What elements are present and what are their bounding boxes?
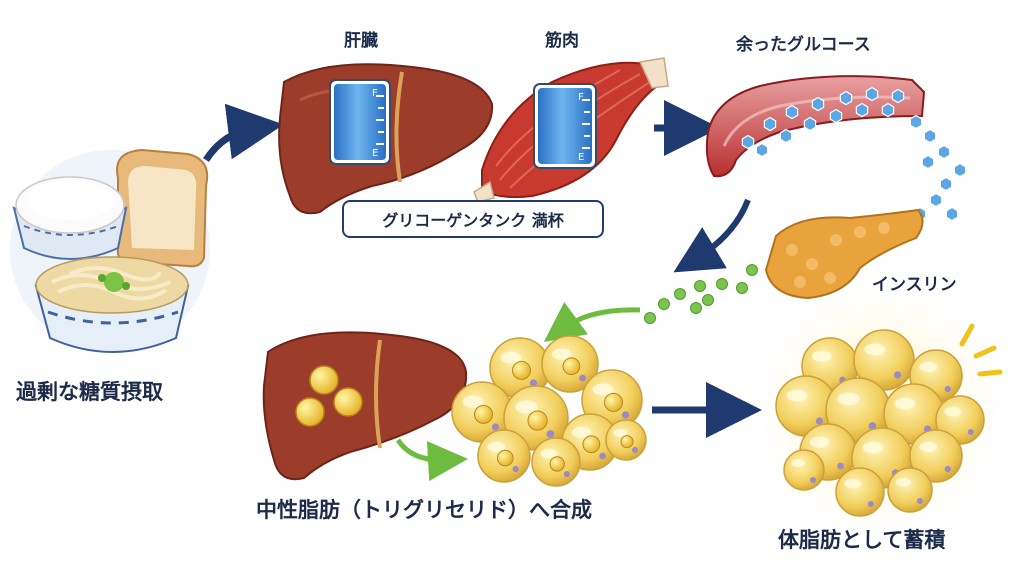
fat-cell xyxy=(605,419,647,461)
fat-cell xyxy=(477,429,531,483)
glucose-molecule-icon xyxy=(829,108,843,124)
arrow-liver-to-fat xyxy=(395,438,468,482)
glucose-molecule-icon xyxy=(923,128,937,144)
glucose-molecule-icon xyxy=(881,102,895,118)
body-fat-label: 体脂肪として蓄積 xyxy=(778,528,946,552)
burst-lines-icon xyxy=(959,323,1003,377)
glucose-molecule-icon xyxy=(741,86,967,222)
fat-cell xyxy=(835,467,885,517)
glucose-molecule-icon xyxy=(803,116,817,132)
muscle-tank-empty-mark: E xyxy=(578,152,584,163)
fat-cells-icon xyxy=(775,329,985,517)
arrow-food-to-liver xyxy=(203,103,284,162)
fat-cell xyxy=(531,437,581,487)
fat-cell xyxy=(935,395,985,445)
glucose-molecule-icon xyxy=(855,102,869,118)
glucose-molecule-icon xyxy=(937,144,951,160)
food-bowls-icon xyxy=(10,148,210,353)
glucose-molecule-icon xyxy=(929,192,943,208)
liver-icon xyxy=(262,331,468,481)
liver-tank-full-mark: F xyxy=(372,88,378,99)
glucose-molecule-icon xyxy=(779,128,793,144)
tank-gauge-icon: F E xyxy=(533,83,597,169)
excess-glucose-label: 余ったグルコース xyxy=(736,35,871,55)
insulin-dot-icon xyxy=(674,288,686,300)
glucose-molecule-icon xyxy=(921,154,935,170)
glycogen-tank-label: グリコーゲンタンク 満杯 xyxy=(342,200,604,238)
glucose-molecule-icon xyxy=(741,134,755,150)
liver-label: 肝臓 xyxy=(344,31,378,51)
liver-tank-empty-mark: E xyxy=(372,148,378,159)
glucose-molecule-icon xyxy=(945,206,959,222)
fat-cells-icon xyxy=(451,335,647,487)
muscle-tank-full-mark: F xyxy=(578,92,584,103)
insulin-dot-icon xyxy=(644,312,656,324)
glucose-molecule-icon xyxy=(755,142,769,158)
fat-cell xyxy=(783,449,825,491)
muscle-label: 筋肉 xyxy=(545,31,579,51)
glucose-molecule-icon xyxy=(785,104,799,120)
glucose-molecule-icon xyxy=(839,90,853,106)
glucose-molecule-icon xyxy=(909,114,923,130)
fat-cell xyxy=(775,375,837,437)
fat-cell xyxy=(451,381,513,443)
pancreas-icon xyxy=(764,208,924,300)
fat-cell xyxy=(853,329,915,391)
glucose-molecule-icon xyxy=(939,176,953,192)
triglyceride-label: 中性脂肪（トリグリセリド）へ合成 xyxy=(256,498,592,522)
insulin-dot-icon xyxy=(694,280,706,292)
insulin-dot-icon xyxy=(746,264,758,276)
tank-gauge-icon: F E xyxy=(329,79,391,165)
insulin-dot-icon xyxy=(736,282,748,294)
excess-carbs-label: 過剰な糖質摂取 xyxy=(16,380,163,404)
insulin-dot-icon xyxy=(644,264,758,324)
glucose-molecule-icon xyxy=(865,86,879,102)
arrow-insulin-to-fat xyxy=(543,302,641,342)
fat-cell xyxy=(909,429,963,483)
glucose-molecule-icon xyxy=(811,96,825,112)
insulin-dot-icon xyxy=(716,278,728,290)
insulin-dot-icon xyxy=(702,294,714,306)
fat-cell xyxy=(541,335,599,393)
glucose-molecule-icon xyxy=(891,88,905,104)
fat-cell xyxy=(503,385,569,451)
glucose-molecule-icon xyxy=(953,162,967,178)
arrow-vessel-to-insulin xyxy=(673,198,751,273)
fat-cell xyxy=(887,467,933,513)
glucose-molecule-icon xyxy=(763,116,777,132)
insulin-dot-icon xyxy=(658,298,670,310)
insulin-label: インスリン xyxy=(872,275,957,295)
insulin-dot-icon xyxy=(690,302,702,314)
